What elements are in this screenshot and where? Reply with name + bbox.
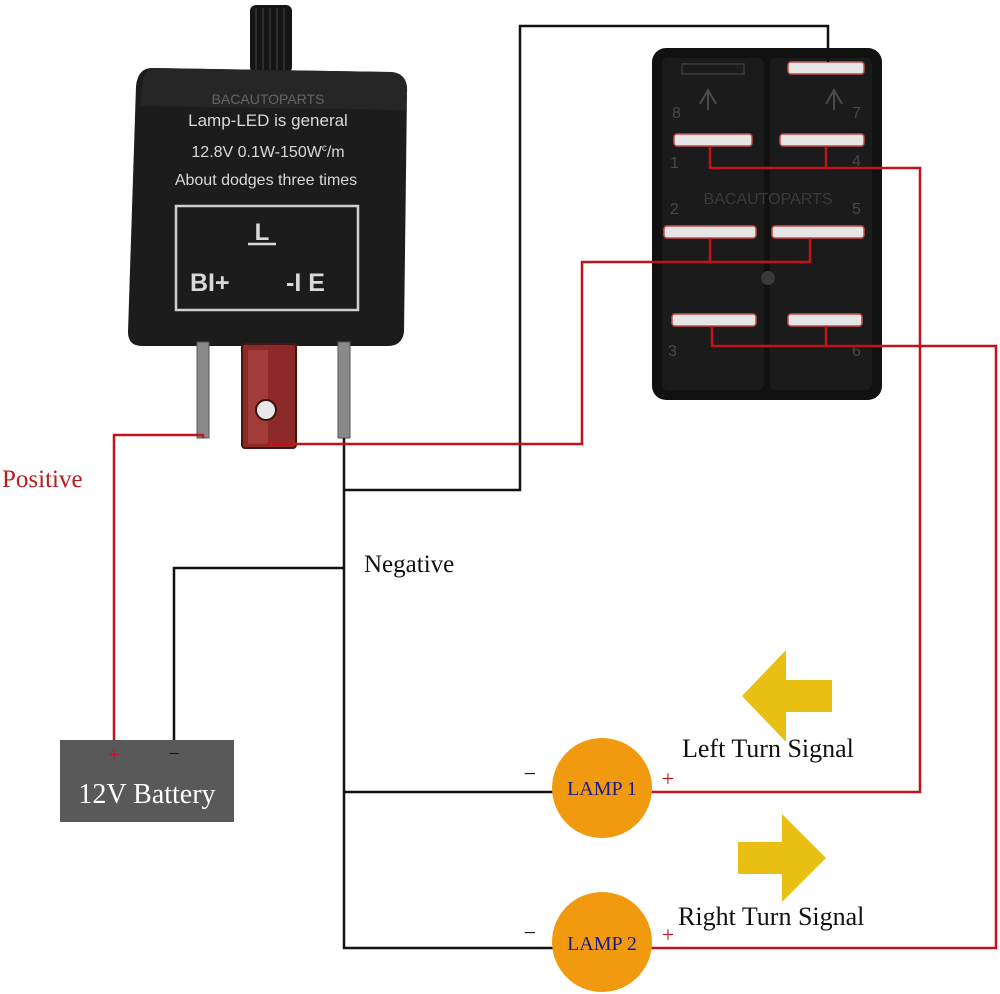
relay-pin-l-label: L (255, 219, 270, 246)
relay-text-line2: 12.8V 0.1W-150Wc/m (191, 143, 344, 161)
positive-label: Positive (2, 466, 83, 493)
lamp-1-bulb (552, 738, 652, 838)
switch-pin-1: 1 (670, 155, 679, 172)
lamp-2-bulb (552, 892, 652, 992)
switch-pin-8: 8 (672, 105, 681, 122)
relay-terminal-b (196, 341, 210, 439)
relay-pin-box (174, 204, 360, 312)
switch-contact-8 (681, 63, 745, 75)
relay-pin-b-label: BI+ (190, 269, 230, 297)
negative-label: Negative (364, 551, 454, 578)
switch-contact-6 (787, 313, 863, 327)
battery-minus-label: − (168, 743, 179, 765)
battery-label: 12V Battery (78, 779, 215, 810)
relay-watermark: BACAUTOPARTS (212, 91, 325, 107)
switch-contact-2 (663, 225, 757, 239)
switch-pin-5: 5 (852, 201, 861, 218)
lamp-1: LAMP 1 − + (524, 738, 674, 838)
switch-contact-1 (673, 133, 753, 147)
switch-watermark: BACAUTOPARTS (704, 191, 833, 208)
lamp-2: LAMP 2 − + (524, 892, 674, 992)
rocker-switch: BACAUTOPARTS 8 7 1 4 2 5 3 6 (652, 48, 882, 400)
switch-contact-5 (771, 225, 865, 239)
lamp-2-plus-label: + (662, 922, 674, 947)
relay-text-line1: Lamp-LED is general (188, 111, 348, 130)
right-arrow-icon (738, 814, 826, 902)
switch-contact-7 (787, 61, 865, 75)
switch-contact-3 (671, 313, 757, 327)
right-signal-label: Right Turn Signal (678, 902, 864, 931)
battery-body (60, 740, 234, 822)
lamp-2-minus-label: − (524, 920, 536, 945)
relay-terminal-e (337, 341, 351, 439)
lamp-1-plus-label: + (662, 766, 674, 791)
switch-up-arrow-icon (699, 87, 717, 110)
switch-center-dot (761, 271, 775, 285)
battery-plus-label: + (108, 744, 119, 766)
switch-contact-4 (779, 133, 865, 147)
relay-text-line3: About dodges three times (175, 172, 357, 189)
lamp-1-label: LAMP 1 (567, 778, 637, 800)
switch-pin-4: 4 (852, 153, 861, 170)
switch-pin-6: 6 (852, 343, 861, 360)
left-arrow-icon (742, 650, 832, 742)
switch-pin-2: 2 (670, 201, 679, 218)
left-signal-label: Left Turn Signal (682, 734, 854, 763)
positive-wires (112, 146, 998, 950)
relay-pin-e-label: -I E (286, 269, 325, 297)
switch-pin-7: 7 (852, 105, 861, 122)
switch-up-arrow-icon (825, 87, 843, 110)
lamp-2-label: LAMP 2 (567, 933, 637, 955)
lamp-1-minus-label: − (524, 761, 536, 786)
switch-pin-3: 3 (668, 343, 677, 360)
negative-wires (172, 24, 830, 950)
battery: + − 12V Battery (60, 740, 234, 822)
flasher-relay: BACAUTOPARTS Lamp-LED is general 12.8V 0… (128, 5, 408, 449)
